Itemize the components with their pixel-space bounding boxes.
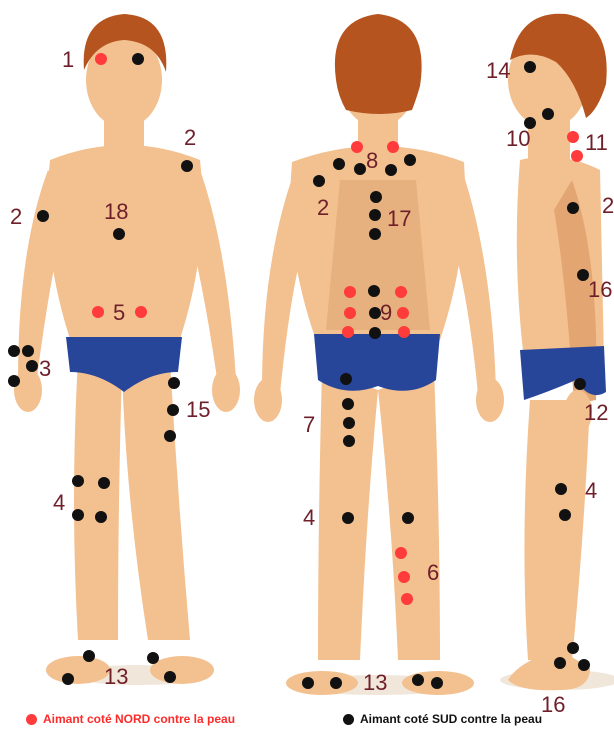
sud-marker xyxy=(368,285,380,297)
point-label: 9 xyxy=(380,300,392,325)
sud-marker xyxy=(524,61,536,73)
point-label: 12 xyxy=(584,400,608,425)
point-label: 14 xyxy=(486,58,510,83)
sud-marker xyxy=(8,375,20,387)
point-label: 8 xyxy=(366,148,378,173)
point-label: 3 xyxy=(39,356,51,381)
sud-marker xyxy=(542,108,554,120)
point-label: 2 xyxy=(184,125,196,150)
sud-marker xyxy=(132,53,144,65)
sud-marker xyxy=(342,512,354,524)
nord-marker xyxy=(351,141,363,153)
sud-marker xyxy=(95,511,107,523)
nord-marker xyxy=(387,141,399,153)
sud-marker xyxy=(333,158,345,170)
sud-marker xyxy=(412,674,424,686)
sud-marker xyxy=(72,475,84,487)
sud-marker xyxy=(26,360,38,372)
legend-sud: Aimant coté SUD contre la peau xyxy=(343,712,542,726)
point-label: 16 xyxy=(541,692,565,717)
sud-marker xyxy=(567,642,579,654)
point-label: 18 xyxy=(104,199,128,224)
sud-marker xyxy=(402,512,414,524)
point-label: 1 xyxy=(62,47,74,72)
sud-marker xyxy=(343,435,355,447)
sud-marker xyxy=(37,210,49,222)
sud-marker xyxy=(147,652,159,664)
point-label: 2 xyxy=(10,204,22,229)
sud-marker xyxy=(164,671,176,683)
sud-marker xyxy=(22,345,34,357)
front-figure xyxy=(14,14,240,685)
nord-marker xyxy=(567,131,579,143)
nord-marker xyxy=(135,306,147,318)
point-label: 4 xyxy=(585,478,597,503)
sud-marker xyxy=(574,378,586,390)
legend-sud-dot-icon xyxy=(343,714,354,725)
sud-marker xyxy=(62,673,74,685)
nord-marker xyxy=(401,593,413,605)
point-label: 2 xyxy=(317,195,329,220)
sud-marker xyxy=(555,483,567,495)
sud-marker xyxy=(431,677,443,689)
nord-marker xyxy=(398,326,410,338)
point-label: 16 xyxy=(588,277,612,302)
sud-marker xyxy=(340,373,352,385)
sud-marker xyxy=(113,228,125,240)
sud-marker xyxy=(559,509,571,521)
point-label: 10 xyxy=(506,126,530,151)
side-figure xyxy=(500,14,614,691)
sud-marker xyxy=(342,398,354,410)
nord-marker xyxy=(395,547,407,559)
point-label: 2 xyxy=(602,193,614,218)
sud-marker xyxy=(167,404,179,416)
legend-nord-label: Aimant coté NORD contre la peau xyxy=(43,712,235,726)
sud-marker xyxy=(343,417,355,429)
point-label: 13 xyxy=(363,670,387,695)
back-figure xyxy=(254,14,504,695)
sud-marker xyxy=(83,650,95,662)
nord-marker xyxy=(398,571,410,583)
sud-marker xyxy=(72,509,84,521)
sud-marker xyxy=(567,202,579,214)
sud-marker xyxy=(181,160,193,172)
point-label: 6 xyxy=(427,560,439,585)
sud-marker xyxy=(369,228,381,240)
sud-marker xyxy=(369,327,381,339)
legend-nord-dot-icon xyxy=(26,714,37,725)
sud-marker xyxy=(554,657,566,669)
sud-marker xyxy=(164,430,176,442)
point-label: 5 xyxy=(113,300,125,325)
nord-marker xyxy=(395,286,407,298)
point-label: 13 xyxy=(104,664,128,689)
point-label: 17 xyxy=(387,206,411,231)
legend-sud-label: Aimant coté SUD contre la peau xyxy=(360,712,542,726)
nord-marker xyxy=(397,307,409,319)
nord-marker xyxy=(344,286,356,298)
nord-marker xyxy=(95,53,107,65)
sud-marker xyxy=(330,677,342,689)
sud-marker xyxy=(578,659,590,671)
sud-marker xyxy=(370,191,382,203)
point-label: 4 xyxy=(303,505,315,530)
nord-marker xyxy=(344,307,356,319)
nord-marker xyxy=(571,150,583,162)
sud-marker xyxy=(404,154,416,166)
sud-marker xyxy=(385,164,397,176)
point-label: 7 xyxy=(303,412,315,437)
sud-marker xyxy=(313,175,325,187)
sud-marker xyxy=(98,477,110,489)
sud-marker xyxy=(168,377,180,389)
sud-marker xyxy=(8,345,20,357)
point-label: 11 xyxy=(585,130,608,155)
sud-marker xyxy=(354,163,366,175)
sud-marker xyxy=(369,209,381,221)
point-label: 15 xyxy=(186,397,210,422)
point-label: 4 xyxy=(53,490,65,515)
sud-marker xyxy=(302,677,314,689)
nord-marker xyxy=(342,326,354,338)
nord-marker xyxy=(92,306,104,318)
legend-nord: Aimant coté NORD contre la peau xyxy=(26,712,235,726)
